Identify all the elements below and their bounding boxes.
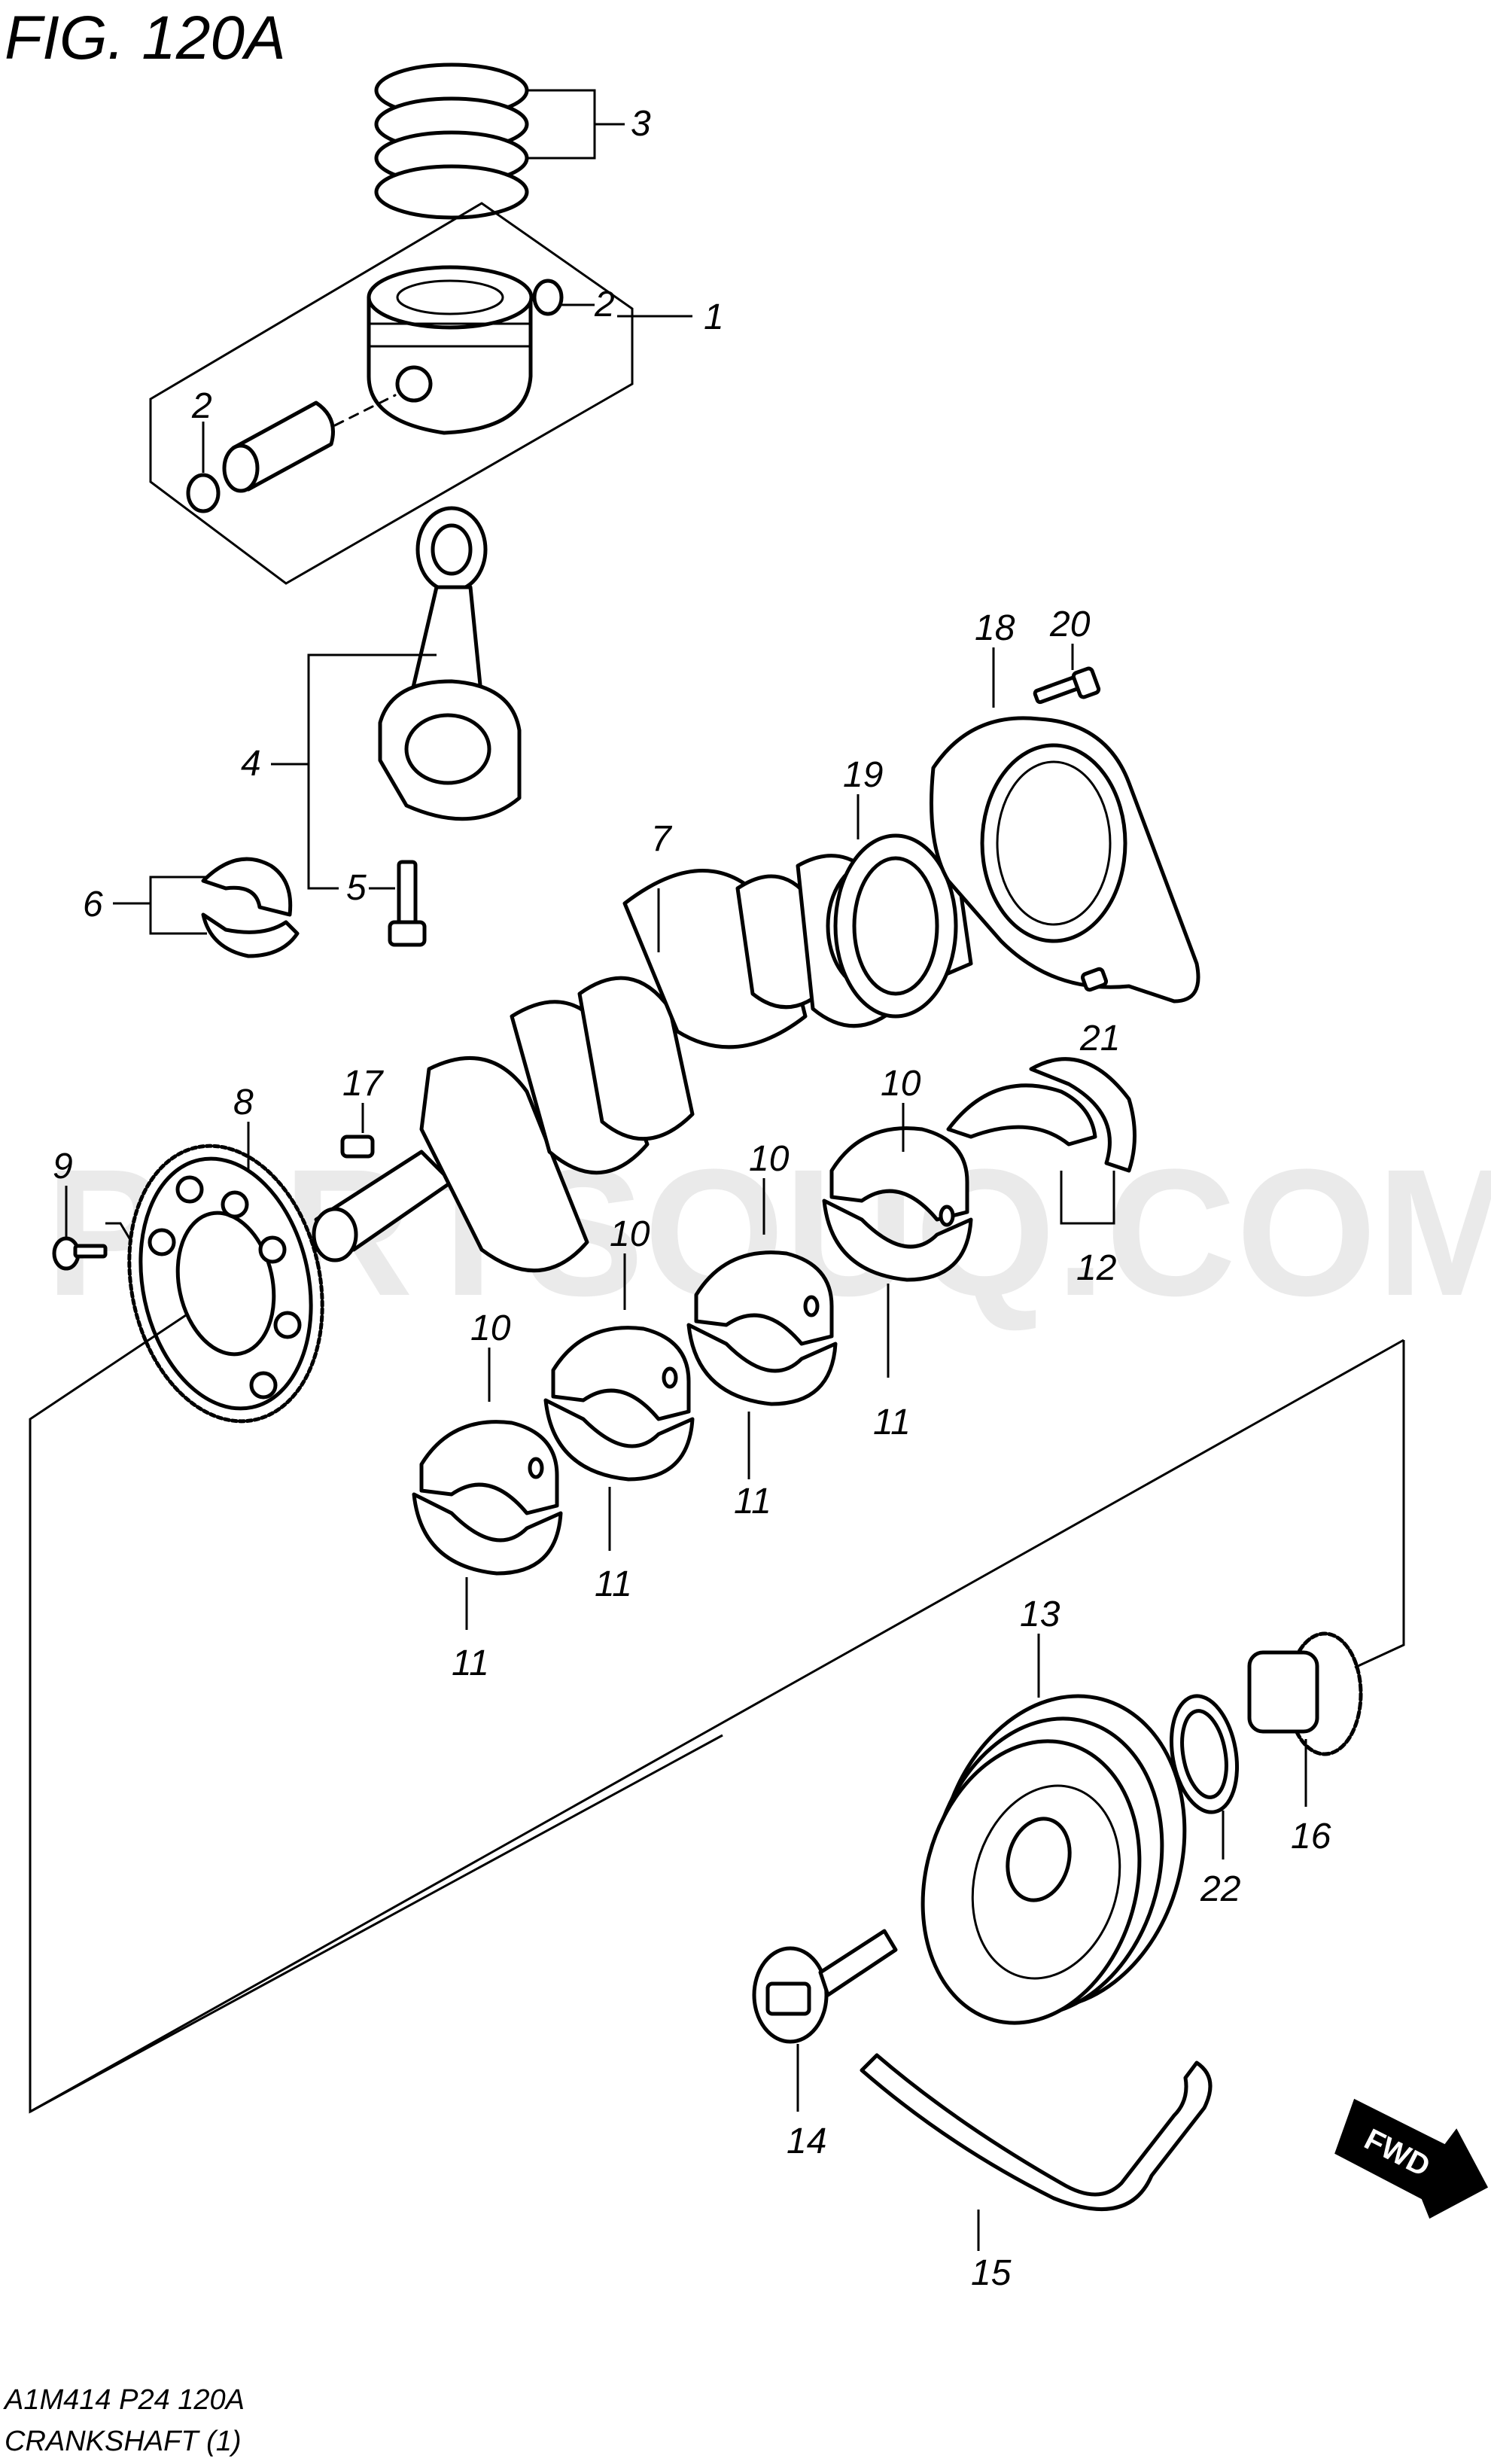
callout-16: 16 <box>1291 1817 1331 1856</box>
callout-1: 1 <box>704 297 724 337</box>
callout-20: 20 <box>1049 605 1091 644</box>
callout-17: 17 <box>342 1064 385 1104</box>
callout-8: 8 <box>233 1083 254 1122</box>
callout-19: 19 <box>843 755 883 795</box>
leader-4 <box>307 653 437 890</box>
callout-11: 11 <box>873 1403 911 1442</box>
callout-10: 10 <box>470 1308 511 1348</box>
pulley-bolt <box>752 1929 898 2044</box>
callout-22: 22 <box>1200 1869 1240 1909</box>
callout-6: 6 <box>83 885 103 924</box>
main-bearing-upper-3 <box>694 1250 834 1346</box>
conrod-bolt <box>388 860 427 947</box>
figure-name: CRANKSHAFT (1) <box>5 2426 242 2457</box>
connecting-rod <box>378 506 522 821</box>
callout-11: 11 <box>595 1564 632 1604</box>
main-bearing-lower-2 <box>543 1398 695 1482</box>
timing-sprocket <box>1247 1631 1363 1756</box>
callout-9: 9 <box>53 1147 73 1186</box>
piston <box>367 265 534 435</box>
callout-15: 15 <box>971 2253 1012 2293</box>
figure-code: A1M414 P24 120A <box>3 2384 245 2416</box>
oil-seal-housing <box>930 716 1200 1004</box>
main-bearing-lower-4 <box>822 1198 973 1282</box>
callout-10: 10 <box>610 1214 650 1254</box>
housing-bolt <box>1033 666 1101 705</box>
callout-4: 4 <box>241 744 261 784</box>
callout-10: 10 <box>749 1139 790 1179</box>
callout-2: 2 <box>594 285 615 324</box>
piston-group-box <box>149 202 634 585</box>
callout-14: 14 <box>787 2121 826 2161</box>
spacer-ring <box>1169 1694 1240 1814</box>
main-bearing-lower-3 <box>686 1323 838 1406</box>
main-bearing-upper-2 <box>551 1326 691 1421</box>
crank-pulley <box>920 1694 1187 2025</box>
callout-11: 11 <box>734 1482 771 1521</box>
callout-13: 13 <box>1020 1594 1060 1634</box>
callout-3: 3 <box>631 104 651 144</box>
main-bearing-upper-1 <box>419 1420 559 1515</box>
callout-5: 5 <box>346 868 367 908</box>
callout-7: 7 <box>651 819 673 859</box>
thrust-washers <box>946 1057 1137 1173</box>
assembly-boundary <box>29 1312 723 2114</box>
conrod-bearing <box>201 857 300 958</box>
piston-pin-circlips <box>186 279 564 513</box>
figure-title: FIG. 120A <box>5 4 286 72</box>
piston-rings <box>374 62 529 220</box>
dowel-pin <box>1080 967 1109 992</box>
crank-key <box>340 1135 375 1159</box>
callout-10: 10 <box>881 1064 921 1104</box>
callout-18: 18 <box>975 608 1015 648</box>
fwd-arrow: FWD <box>1334 2098 1489 2219</box>
callout-21: 21 <box>1079 1019 1120 1058</box>
main-bearing-upper-4 <box>829 1126 969 1227</box>
main-bearing-lower-1 <box>412 1492 563 1576</box>
rear-oil-seal <box>833 833 958 1019</box>
piston-pin <box>222 401 335 493</box>
drive-belt <box>860 2053 1213 2211</box>
leader-3 <box>527 89 596 160</box>
callout-11: 11 <box>452 1643 489 1683</box>
callout-12: 12 <box>1076 1248 1116 1288</box>
callout-2: 2 <box>191 386 212 426</box>
sensor-plate <box>127 1144 324 1424</box>
